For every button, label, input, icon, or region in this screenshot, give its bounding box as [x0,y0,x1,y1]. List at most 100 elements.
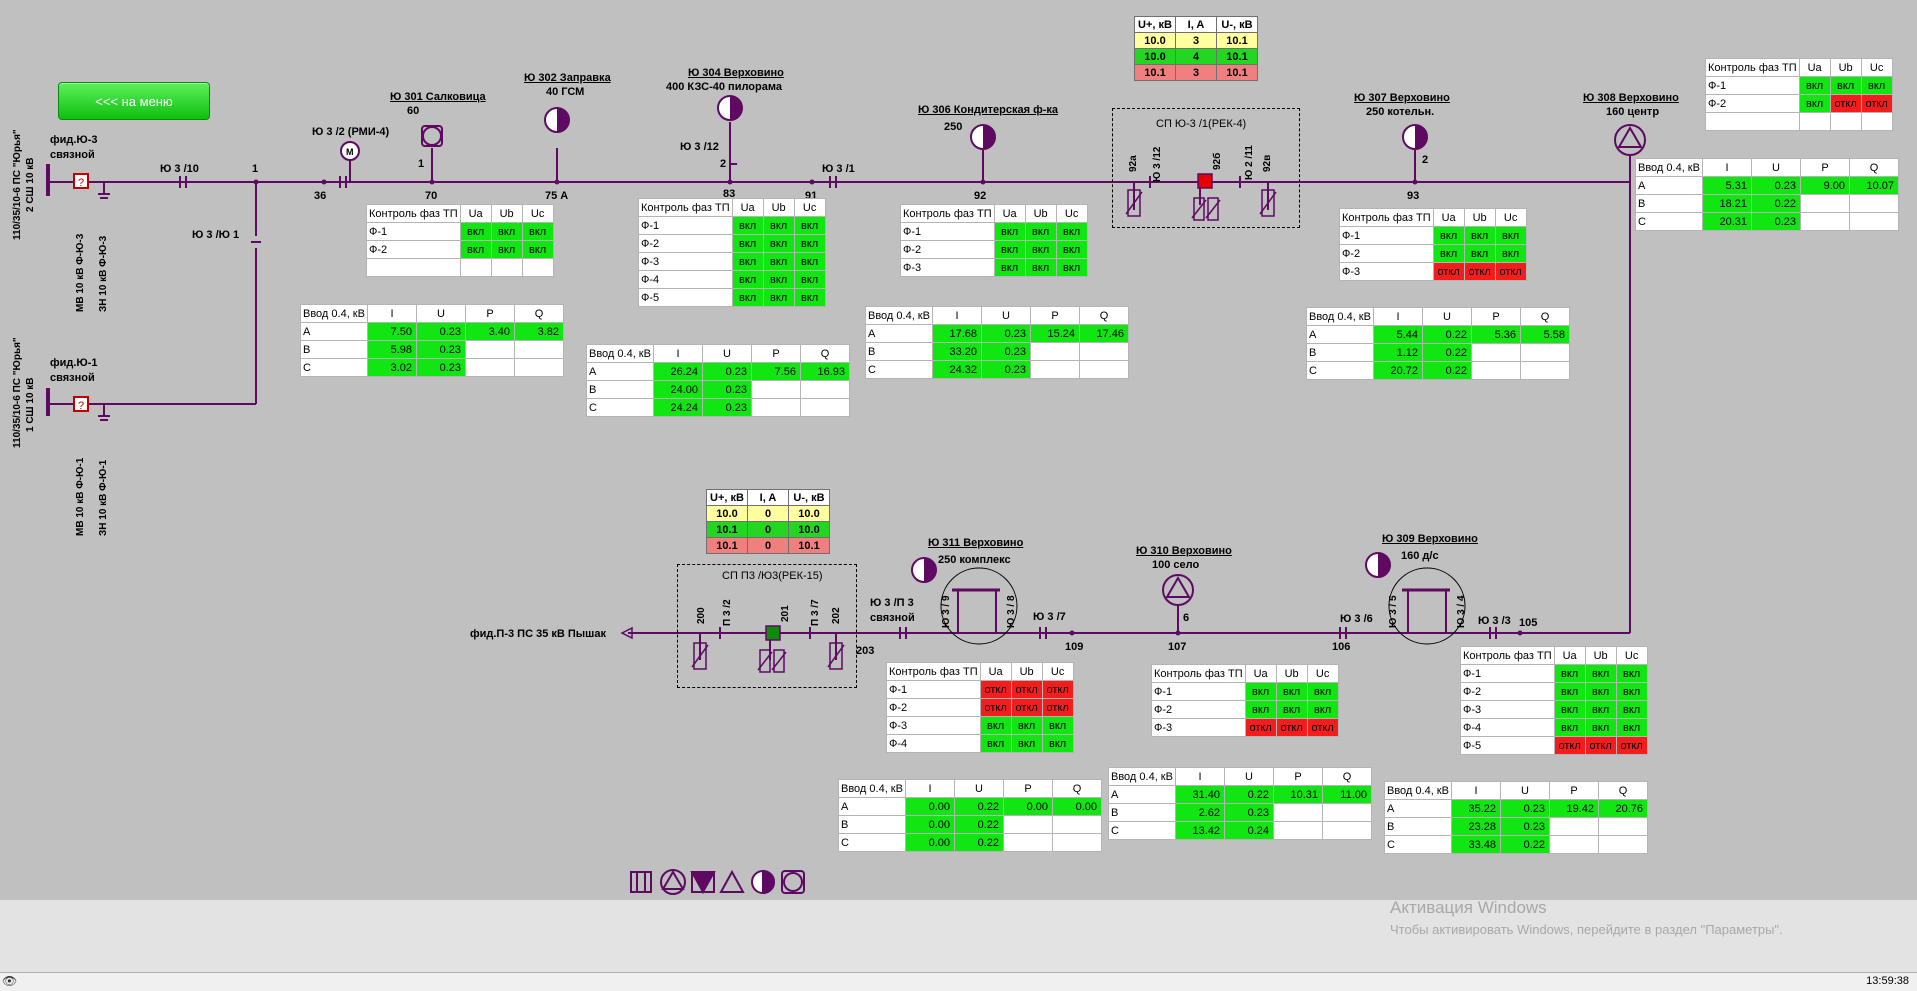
table-cell: вкл [1860,76,1893,95]
row-label: C [1306,361,1374,380]
table-cell: вкл [1041,716,1074,735]
table-cell: откл [1041,680,1074,699]
table-cell [514,358,564,377]
table-cell [1471,343,1521,362]
sp-top-title: СП Ю-3 /1(РЕК-4) [1156,118,1247,130]
row-label: A [1306,325,1374,344]
table-cell: вкл [1798,76,1831,95]
label-sp-p3-2: П 3 /2 [722,599,733,626]
label-node-83: 83 [723,188,736,200]
table-cell: вкл [1432,244,1465,263]
table-cell: откл [1244,718,1277,737]
table-cell: 33.48 [1451,835,1501,854]
filled-triangle-icon[interactable] [690,871,716,895]
table-cell [1549,835,1599,854]
table-cell [1829,112,1862,131]
label-motor: М [346,147,354,157]
table-cell: вкл [731,216,764,235]
table-cell: 0.23 [1751,176,1801,195]
table-cell [465,340,515,359]
square-circle-icon[interactable] [781,870,805,894]
table-cell: 0.00 [1052,797,1102,816]
tp-304-sub: 400 КЗС-40 пилорама [666,81,782,93]
table-cell: вкл [731,234,764,253]
row-label: A [586,362,654,381]
table-cell: 10.07 [1849,176,1899,195]
table-header: Ua [459,204,492,223]
tp-307-name: Ю 307 Верховино [1354,92,1450,104]
table-header: Q [1598,781,1648,800]
row-label: Ф-1 [1339,226,1434,245]
table-cell: откл [1041,698,1074,717]
tp-310-symbol [1162,574,1194,606]
table-cell: 5.98 [367,340,417,359]
table-cell [1549,817,1599,836]
triangle-icon[interactable] [719,869,745,893]
row-label: Ф-2 [900,240,995,259]
table-title: Ввод 0.4, кВ [838,779,906,798]
tp-304-symbol [717,95,743,121]
label-sp-yu3-12: Ю 3 /12 [1152,146,1163,182]
rek-cell: 10.1 [1216,64,1258,81]
table-header: Ub [762,198,795,217]
tp-301-symbol [421,125,443,147]
table-cell [751,398,801,417]
back-to-menu-button[interactable]: <<< на меню [58,82,210,120]
row-label: Ф-3 [900,258,995,277]
two-winding-square-icon[interactable] [630,871,652,893]
tp-306-sub: 250 [944,121,963,133]
table-cell: вкл [1553,664,1586,683]
row-label: B [1306,343,1374,362]
table-cell: 20.31 [1702,212,1752,231]
table-header: Ua [731,198,764,217]
tp-310-name: Ю 310 Верховино [1136,545,1232,557]
table-cell [800,398,850,417]
table-cell: 0.22 [954,815,1004,834]
table-cell: откл [1010,698,1043,717]
table-header: U [1751,158,1801,177]
table-cell: 0.23 [1500,817,1550,836]
tp-302-sub: 40 ГСМ [546,86,585,98]
table-header: Ub [1275,664,1308,683]
table-cell: 7.56 [751,362,801,381]
tp-301-sub: 60 [407,105,420,117]
table-cell [1520,361,1570,380]
table-cell: 7.50 [367,322,417,341]
label-node-93: 93 [1407,190,1420,202]
schematic-canvas: ? ? [46,95,1646,673]
rek-cell: 10.1 [788,537,830,554]
row-label: Ф-3 [1151,718,1246,737]
triangle-circle-icon[interactable] [660,869,686,895]
source-bottom-feeder: фид.Ю-1 [50,357,98,369]
row-label: Ф-2 [1151,700,1246,719]
table-header: I [1702,158,1752,177]
table-cell: вкл [1798,94,1831,113]
table-cell: 18.21 [1702,194,1752,213]
table-title: Ввод 0.4, кВ [865,306,933,325]
table-cell: 0.23 [1751,212,1801,231]
table-cell: вкл [793,270,826,289]
label-sp-92a: 92а [1128,155,1139,172]
table-title: Ввод 0.4, кВ [586,344,654,363]
table-header: Ua [1553,646,1586,665]
eye-icon[interactable]: 👁 [2,974,18,988]
rek-cell: 10.0 [706,505,748,522]
table-cell [800,380,850,399]
table-cell: вкл [1024,222,1057,241]
table-header: P [751,344,801,363]
label-ring-yu3-9: Ю 3 / 9 [941,595,952,628]
table-cell: вкл [1463,244,1496,263]
half-filled-circle-icon[interactable] [751,869,775,895]
table-cell: вкл [1584,700,1617,719]
table-cell: вкл [1615,664,1648,683]
